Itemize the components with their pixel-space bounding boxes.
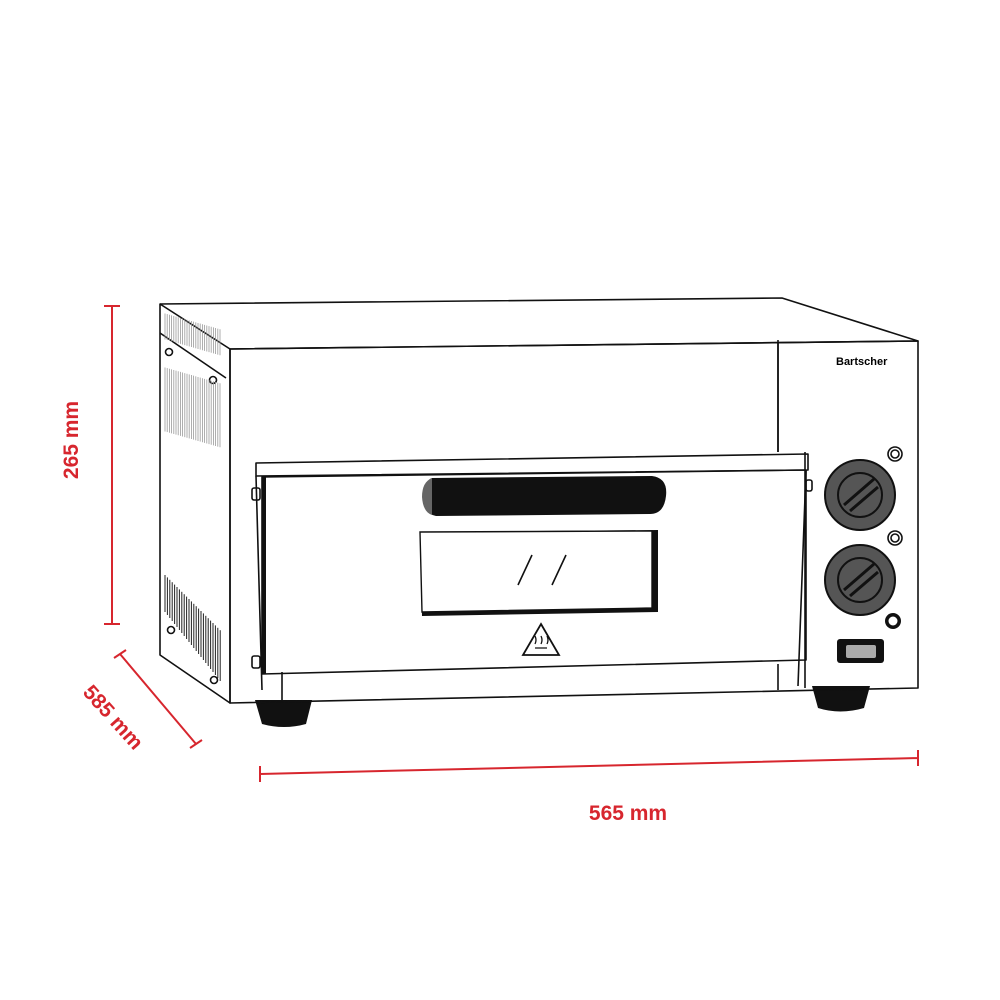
control-panel: Bartscher xyxy=(824,356,903,663)
front-left-foot xyxy=(255,700,312,727)
temperature-knob-bottom[interactable] xyxy=(824,544,896,616)
width-dimension-label: 565 mm xyxy=(589,802,667,825)
power-switch[interactable] xyxy=(837,639,884,663)
temperature-knob-top[interactable] xyxy=(824,459,896,531)
door-handle[interactable] xyxy=(424,476,667,516)
depth-dimension-label: 585 mm xyxy=(78,681,147,755)
door-window xyxy=(419,530,658,616)
dimension-lines xyxy=(104,305,919,782)
front-right-foot xyxy=(812,686,870,712)
oven-front xyxy=(229,340,919,704)
hot-surface-warning-icon xyxy=(521,622,561,656)
brand-logo: Bartscher xyxy=(836,356,888,368)
oven-door xyxy=(251,453,813,691)
height-dimension-label: 265 mm xyxy=(60,401,83,479)
